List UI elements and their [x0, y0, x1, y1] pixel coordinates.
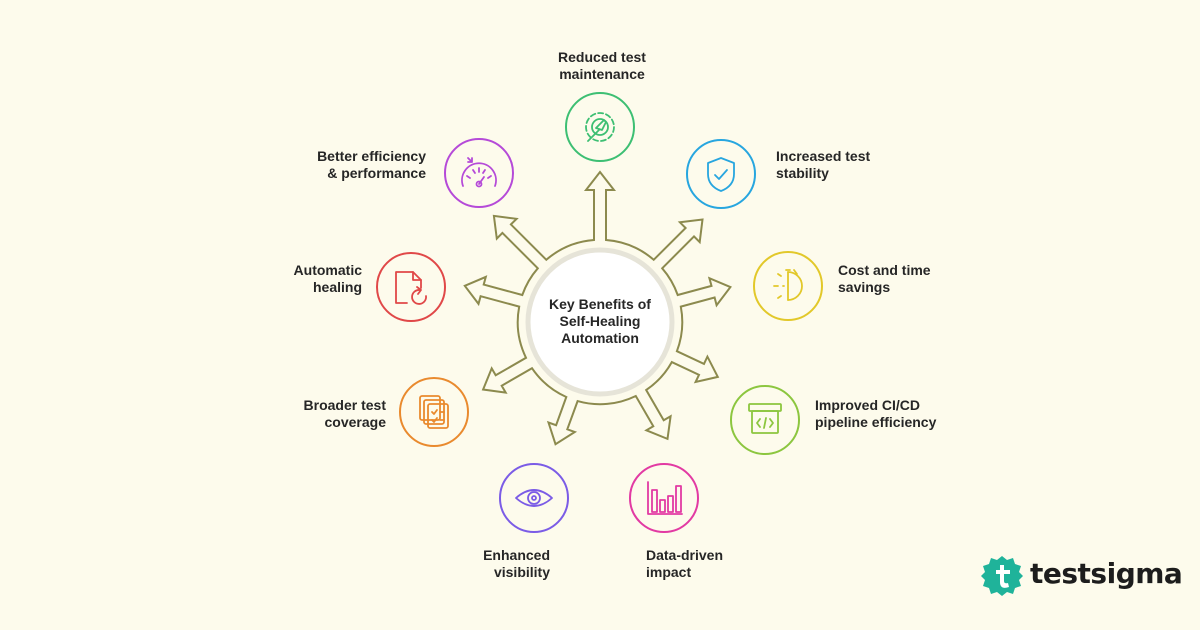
benefit-data-node: [629, 463, 699, 533]
benefit-stability-node: [686, 139, 756, 209]
benefit-cost-label: Cost and time savings: [838, 262, 931, 295]
benefit-coverage-label: Broader test coverage: [303, 397, 386, 430]
brand-wordmark: testsigma: [1030, 557, 1183, 590]
code-box-icon: [748, 403, 782, 434]
benefit-efficiency-label: Better efficiency & performance: [317, 148, 426, 181]
gauge-icon: [461, 157, 497, 188]
benefit-coverage-node: [399, 377, 469, 447]
file-refresh-icon: [395, 271, 427, 305]
bar-chart-icon: [647, 481, 683, 515]
testsigma-logo-icon: [981, 556, 1023, 596]
benefit-reduced-node: [565, 92, 635, 162]
benefit-visibility-node: [499, 463, 569, 533]
benefit-cicd-node: [730, 385, 800, 455]
eye-icon: [515, 489, 553, 507]
benefit-cicd-label: Improved CI/CD pipeline efficiency: [815, 397, 937, 430]
benefit-reduced-label: Reduced test maintenance: [558, 49, 646, 82]
benefit-cost-node: [753, 251, 823, 321]
benefit-visibility-label: Enhanced visibility: [483, 547, 550, 580]
timer-icon: [773, 269, 803, 301]
wrench-gear-icon: [585, 112, 615, 142]
benefit-stability-label: Increased test stability: [776, 148, 871, 181]
hub-circle: [525, 247, 675, 397]
diagram-center-title: Key Benefits of Self-Healing Automation: [549, 296, 651, 346]
checklist-icon: [419, 395, 449, 429]
benefit-healing-label: Automatic healing: [293, 262, 362, 295]
benefit-efficiency-node: [444, 138, 514, 208]
shield-check-icon: [707, 157, 735, 192]
benefit-data-label: Data-driven impact: [646, 547, 724, 580]
benefit-healing-node: [376, 252, 446, 322]
